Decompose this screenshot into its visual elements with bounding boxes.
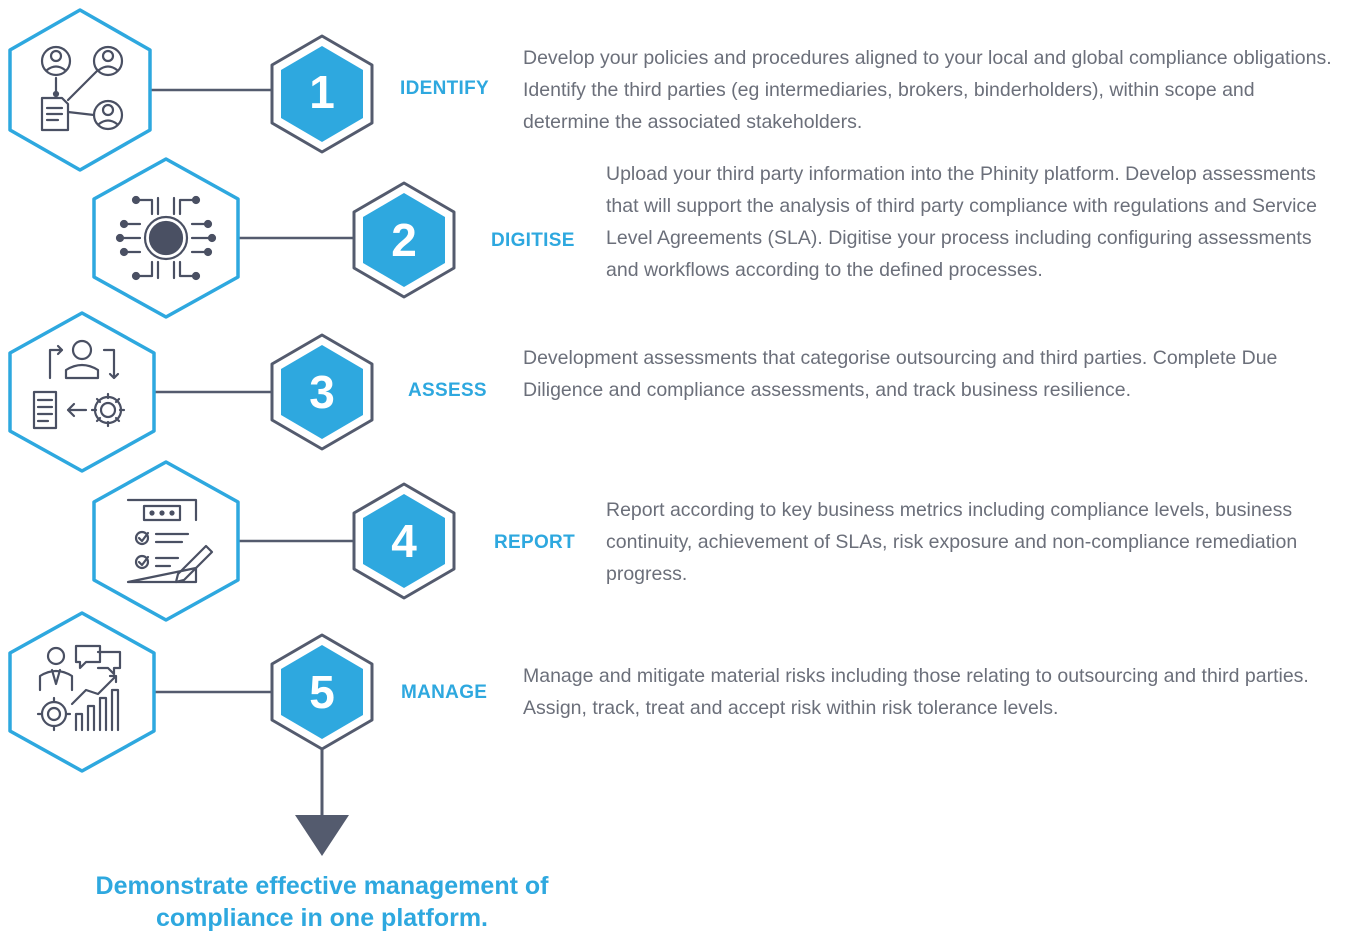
- step-4-label: REPORT: [494, 532, 575, 553]
- number-hexagon-fill: [281, 46, 363, 142]
- step-number: 5: [309, 666, 335, 718]
- step-4: 4: [92, 460, 456, 622]
- circuit-chip-icon: [115, 195, 217, 281]
- step-3-description: Development assessments that categorise …: [523, 347, 1278, 401]
- number-hexagon-fill: [363, 193, 445, 287]
- step-2-description: Upload your third party information into…: [606, 163, 1318, 281]
- icon-hexagon: [8, 311, 156, 473]
- manager-chart-gear-icon: [36, 644, 122, 732]
- step-number: 1: [309, 66, 335, 118]
- step-5: 5: [8, 611, 374, 773]
- icon-hexagon: [8, 8, 152, 172]
- step-2: 2: [92, 157, 456, 319]
- number-hexagon-fill: [281, 345, 363, 439]
- checklist-report-icon: [126, 498, 214, 584]
- number-hexagon-fill: [281, 645, 363, 739]
- people-network-icon: [40, 45, 124, 132]
- step-4-description: Report according to key business metrics…: [606, 499, 1298, 585]
- step-number: 3: [309, 366, 335, 418]
- person-document-gear-icon: [32, 339, 126, 430]
- step-2-label: DIGITISE: [491, 230, 575, 251]
- step-5-description: Manage and mitigate material risks inclu…: [523, 665, 1309, 719]
- step-3-label: ASSESS: [408, 380, 487, 401]
- step-number: 4: [391, 515, 417, 567]
- step-1-description: Develop your policies and procedures ali…: [523, 47, 1332, 133]
- step-5-label: MANAGE: [401, 682, 488, 703]
- number-hexagon-fill: [363, 494, 445, 588]
- step-3: 3: [8, 311, 374, 473]
- step-1-label: IDENTIFY: [400, 78, 489, 99]
- icon-hexagon: [8, 611, 156, 773]
- outcome-statement: Demonstrate effective management of comp…: [95, 872, 549, 932]
- step-number: 2: [391, 214, 417, 266]
- step-1: 1: [8, 8, 374, 172]
- down-arrow-icon: [295, 815, 349, 856]
